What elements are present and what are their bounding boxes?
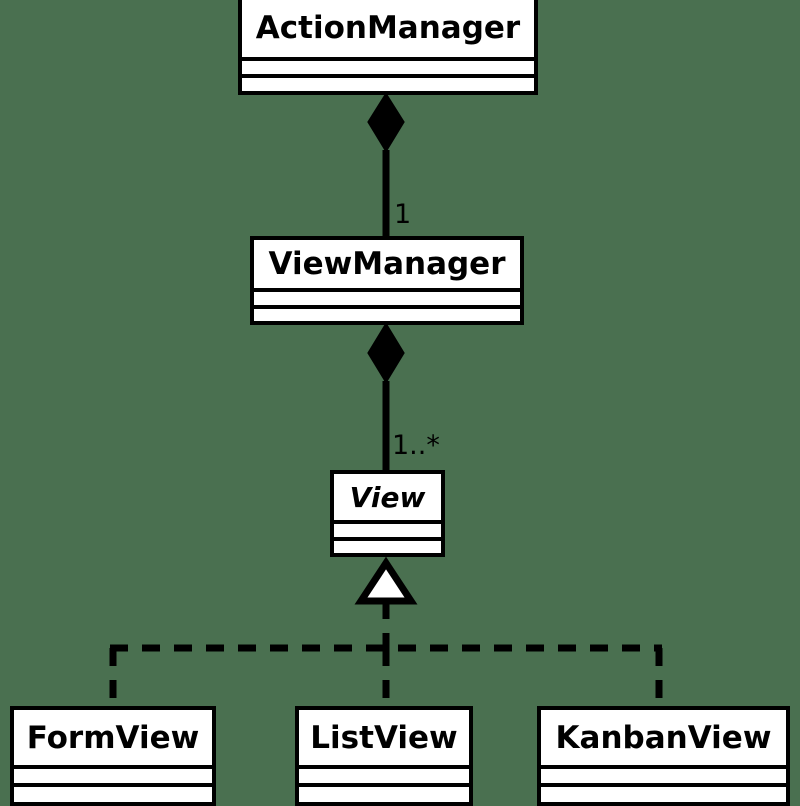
class-attributes-form-view bbox=[14, 765, 212, 783]
class-name-view-manager: ViewManager bbox=[268, 246, 506, 283]
class-box-list-view[interactable]: ListView bbox=[295, 706, 473, 806]
class-name-kanban-view: KanbanView bbox=[555, 719, 772, 756]
multiplicity-label-view-manager-view: 1..* bbox=[392, 430, 440, 461]
class-box-view[interactable]: View bbox=[330, 470, 445, 557]
composition-diamond-viewmanager bbox=[367, 322, 405, 384]
class-box-action-manager[interactable]: ActionManager bbox=[238, 0, 538, 95]
class-operations-list-view bbox=[299, 782, 469, 802]
class-operations-kanban-view bbox=[541, 782, 786, 802]
class-attributes-list-view bbox=[299, 765, 469, 783]
realization-triangle-view bbox=[354, 556, 418, 605]
composition-diamond-actionmanager bbox=[367, 92, 405, 153]
class-name-form-view: FormView bbox=[26, 719, 200, 756]
class-box-form-view[interactable]: FormView bbox=[10, 706, 216, 806]
multiplicity-label-action-view-manager: 1 bbox=[394, 199, 412, 230]
class-attributes-view bbox=[334, 520, 441, 537]
class-box-kanban-view[interactable]: KanbanView bbox=[537, 706, 790, 806]
class-attributes-kanban-view bbox=[541, 765, 786, 783]
class-operations-action-manager bbox=[242, 73, 534, 92]
class-name-list-view: ListView bbox=[310, 719, 458, 756]
class-operations-form-view bbox=[14, 782, 212, 802]
class-operations-view-manager bbox=[254, 304, 520, 321]
class-box-view-manager[interactable]: ViewManager bbox=[250, 236, 524, 325]
class-attributes-action-manager bbox=[242, 57, 534, 74]
class-name-action-manager: ActionManager bbox=[255, 9, 521, 46]
class-attributes-view-manager bbox=[254, 288, 520, 305]
class-name-view: View bbox=[349, 480, 426, 514]
class-operations-view bbox=[334, 536, 441, 554]
